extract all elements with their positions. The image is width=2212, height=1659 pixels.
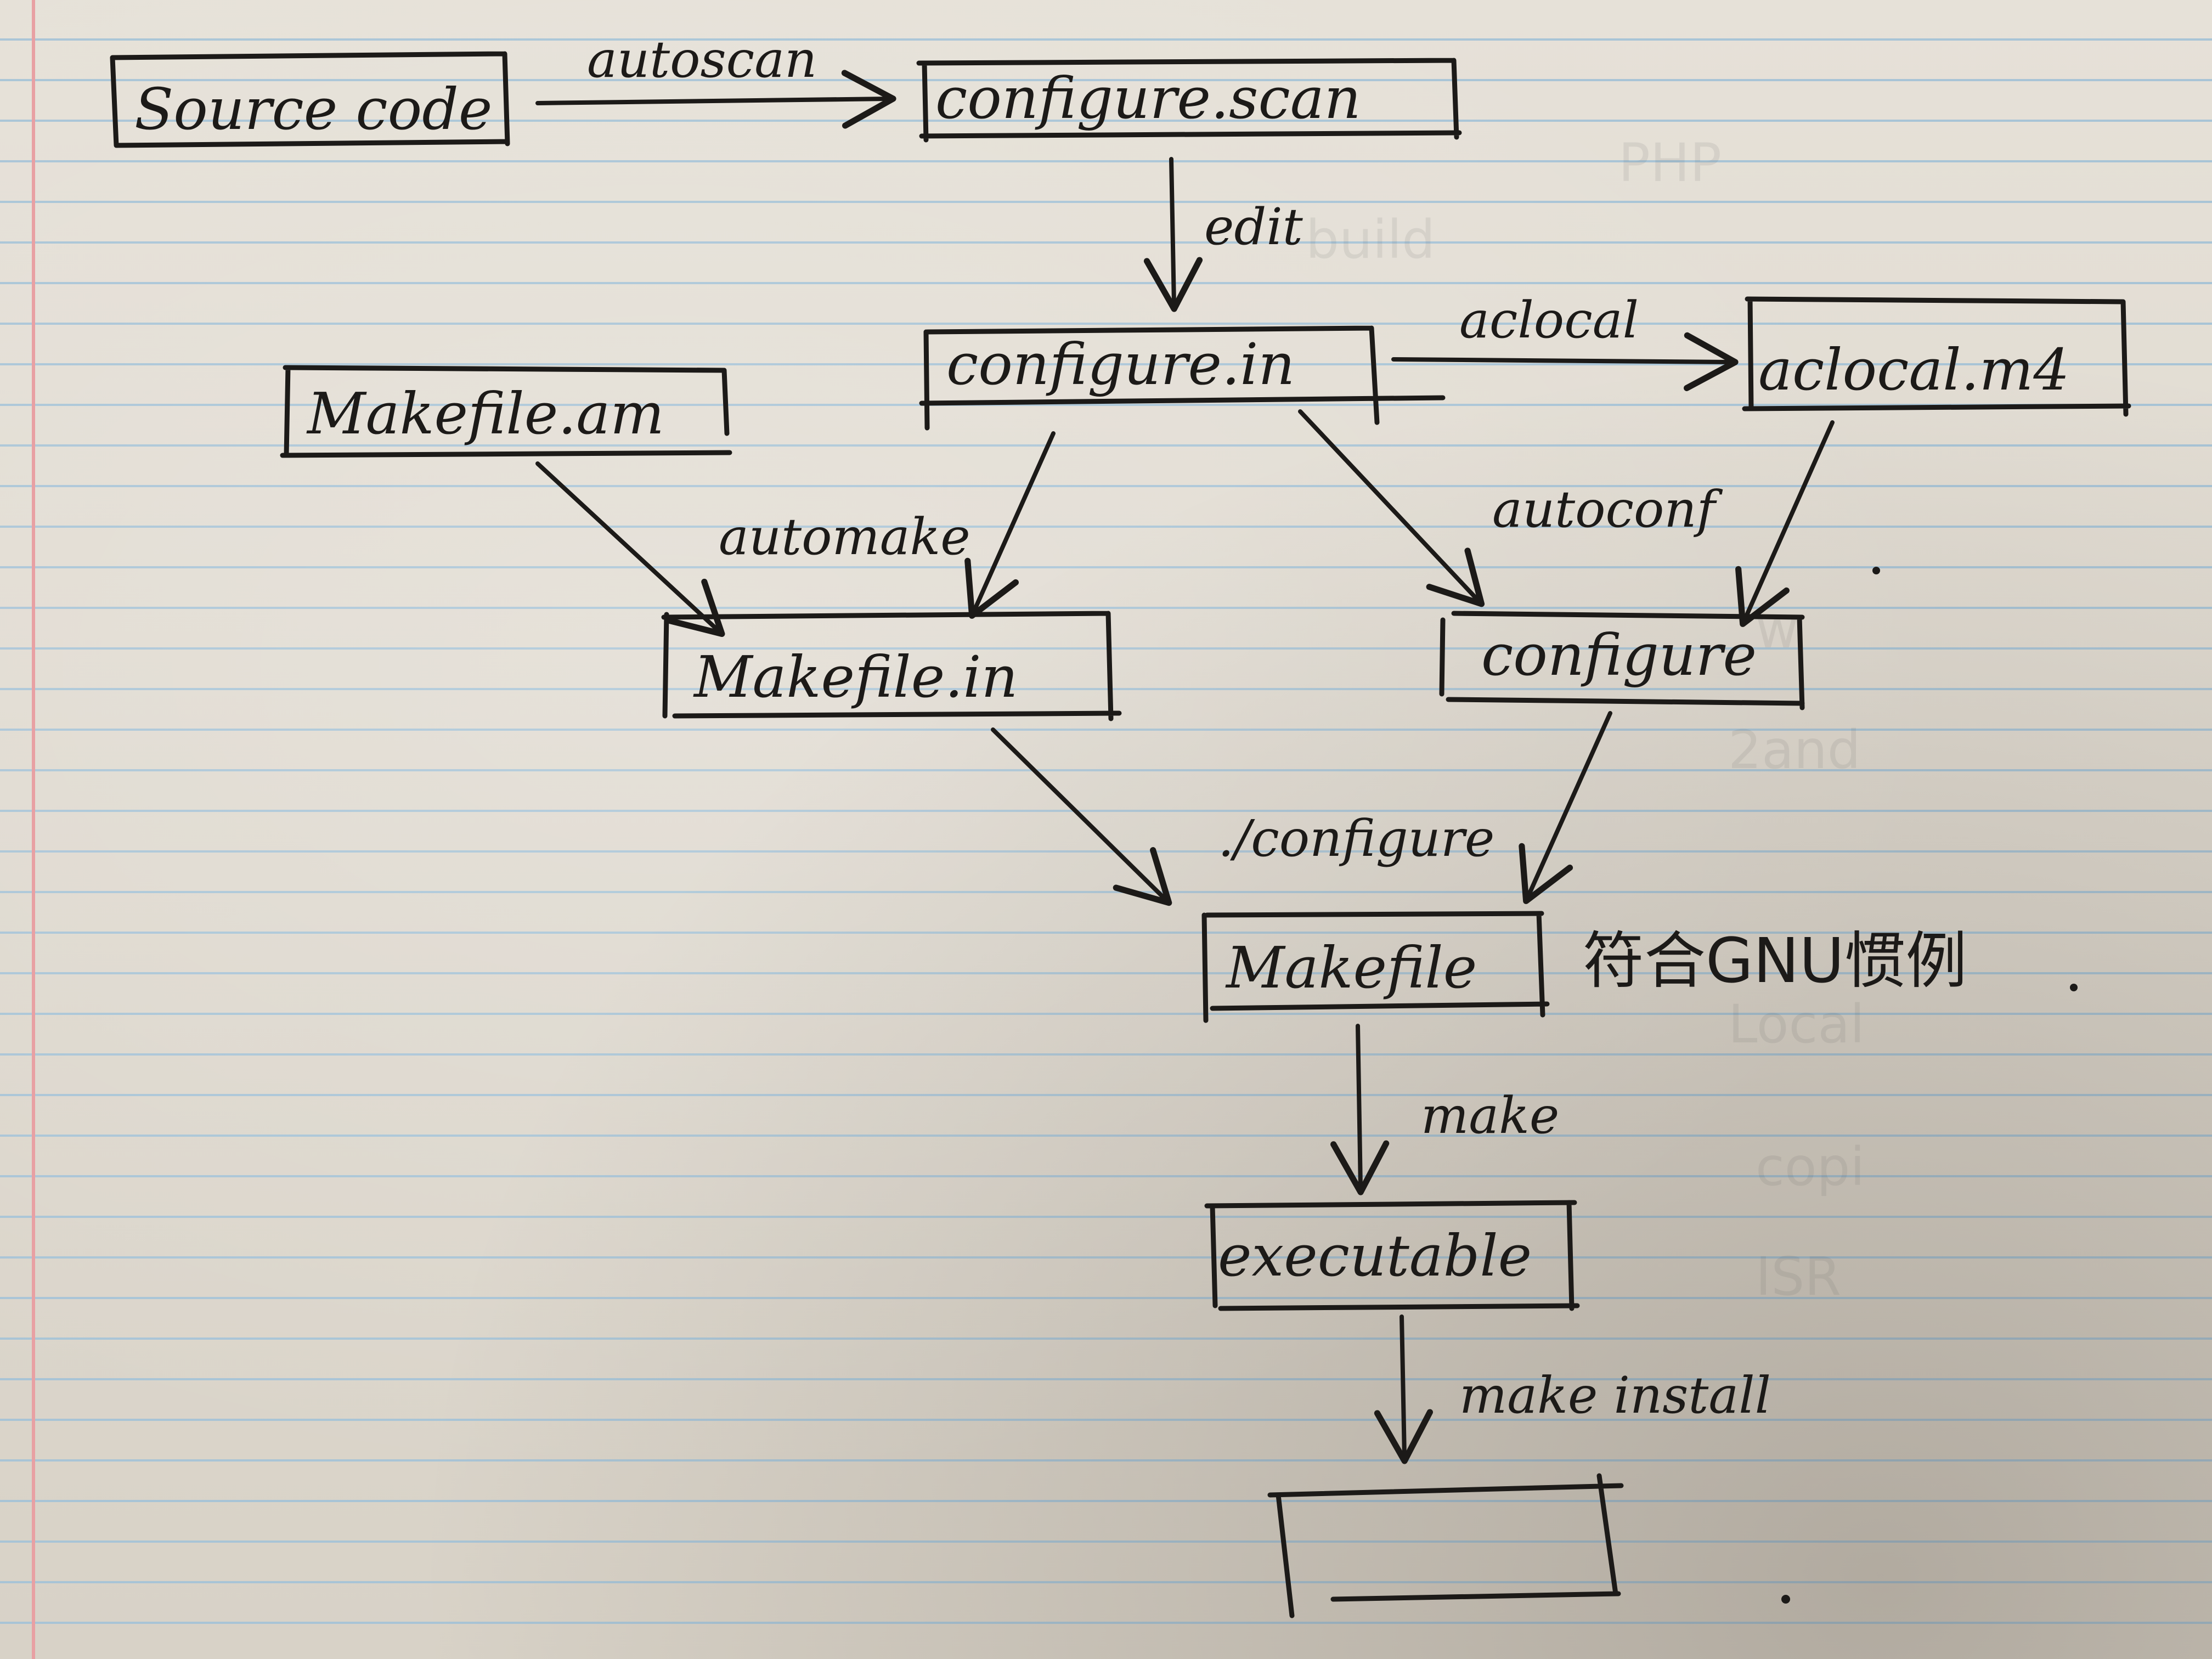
bleed-through-text: PHP build w 2and Local copi ISR bbox=[1306, 132, 1865, 1307]
edge-make: make bbox=[1330, 1024, 1559, 1195]
node-source-code-label: Source code bbox=[134, 76, 492, 143]
margin-line bbox=[32, 0, 35, 1659]
edge-run-configure: ./configure bbox=[991, 711, 1612, 906]
edge-make-install: make install bbox=[1374, 1314, 1771, 1464]
node-aclocal-m4: aclocal.m4 bbox=[1742, 296, 2131, 417]
svg-text:2and: 2and bbox=[1728, 719, 1861, 781]
edge-automake: automake bbox=[535, 431, 1056, 637]
node-executable-label: executable bbox=[1218, 1222, 1532, 1289]
edge-autoscan: autoscan bbox=[535, 30, 896, 129]
svg-text:ISR: ISR bbox=[1756, 1246, 1841, 1307]
edge-make-install-label: make install bbox=[1459, 1366, 1771, 1425]
node-configure-scan-label: configure.scan bbox=[935, 65, 1361, 132]
svg-text:PHP: PHP bbox=[1618, 132, 1722, 194]
edge-edit: edit bbox=[1143, 157, 1304, 312]
svg-text:Local: Local bbox=[1728, 994, 1865, 1055]
node-executable: executable bbox=[1204, 1200, 1580, 1311]
edge-autoconf: autoconf bbox=[1298, 409, 1835, 627]
node-makefile-label: Makefile bbox=[1225, 934, 1477, 1001]
svg-text:copi: copi bbox=[1756, 1136, 1865, 1198]
edge-autoscan-label: autoscan bbox=[587, 30, 817, 89]
pen-dots bbox=[1781, 567, 2078, 1604]
node-makefile: Makefile bbox=[1201, 911, 1550, 1023]
node-configure-in: configure.in bbox=[919, 325, 1446, 431]
node-makefile-am-label: Makefile.am bbox=[306, 380, 664, 447]
edge-run-configure-label: ./configure bbox=[1218, 809, 1494, 868]
node-configure-in-label: configure.in bbox=[946, 331, 1295, 398]
svg-text:build: build bbox=[1306, 209, 1435, 270]
node-configure-scan: configure.scan bbox=[916, 58, 1462, 143]
edge-aclocal: aclocal bbox=[1391, 291, 1739, 391]
node-makefile-in: Makefile.in bbox=[661, 611, 1122, 721]
node-makefile-am: Makefile.am bbox=[280, 365, 732, 458]
node-configure-label: configure bbox=[1481, 622, 1757, 689]
edge-automake-label: automake bbox=[719, 507, 970, 566]
node-installed bbox=[1267, 1473, 1624, 1618]
edge-autoconf-label: autoconf bbox=[1492, 480, 1723, 539]
node-makefile-in-label: Makefile.in bbox=[693, 644, 1018, 710]
edge-aclocal-label: aclocal bbox=[1459, 291, 1639, 349]
gnu-convention-note: 符合GNU惯例 bbox=[1583, 926, 1967, 997]
node-configure: configure bbox=[1439, 611, 1805, 710]
node-source-code: Source code bbox=[110, 51, 510, 148]
svg-text:w: w bbox=[1756, 599, 1799, 660]
node-aclocal-m4-label: aclocal.m4 bbox=[1758, 336, 2069, 403]
edge-edit-label: edit bbox=[1204, 198, 1304, 256]
edge-make-label: make bbox=[1421, 1086, 1559, 1145]
